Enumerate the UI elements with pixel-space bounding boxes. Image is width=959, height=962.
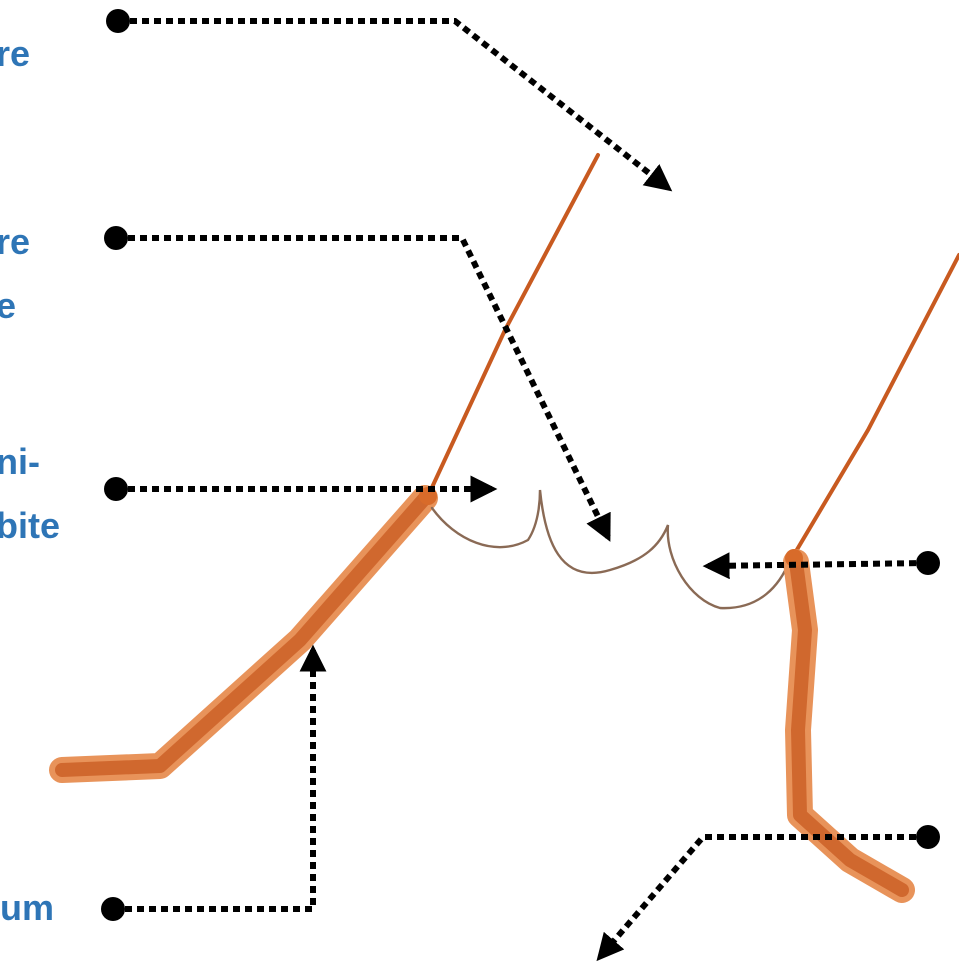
label-third-line-1: ni- [0,441,40,482]
leader-top-arrow [118,21,668,188]
label-top: re [0,33,30,74]
left-stalk [428,155,598,496]
label-second-line-2: e [0,285,16,326]
label-group: re re e ni- bite um [0,33,60,928]
left-rhizoid-core [62,498,425,770]
left-rhizoid-base [62,498,425,770]
label-second-line-1: re [0,221,30,262]
leader-right-middle [708,551,940,575]
label-bottom: um [0,887,54,928]
leader-right-bottom-arrow [600,837,928,957]
leader-top [106,9,668,188]
stolon-hypha [432,490,790,608]
left-sporangiophore [62,155,598,770]
right-rhizoid-base [796,562,902,890]
leader-second-arrow [116,238,608,537]
leader-right-middle-arrow [708,563,928,566]
right-stalk [792,255,959,558]
leader-bottom [101,650,313,921]
label-third-line-2: bite [0,505,60,546]
